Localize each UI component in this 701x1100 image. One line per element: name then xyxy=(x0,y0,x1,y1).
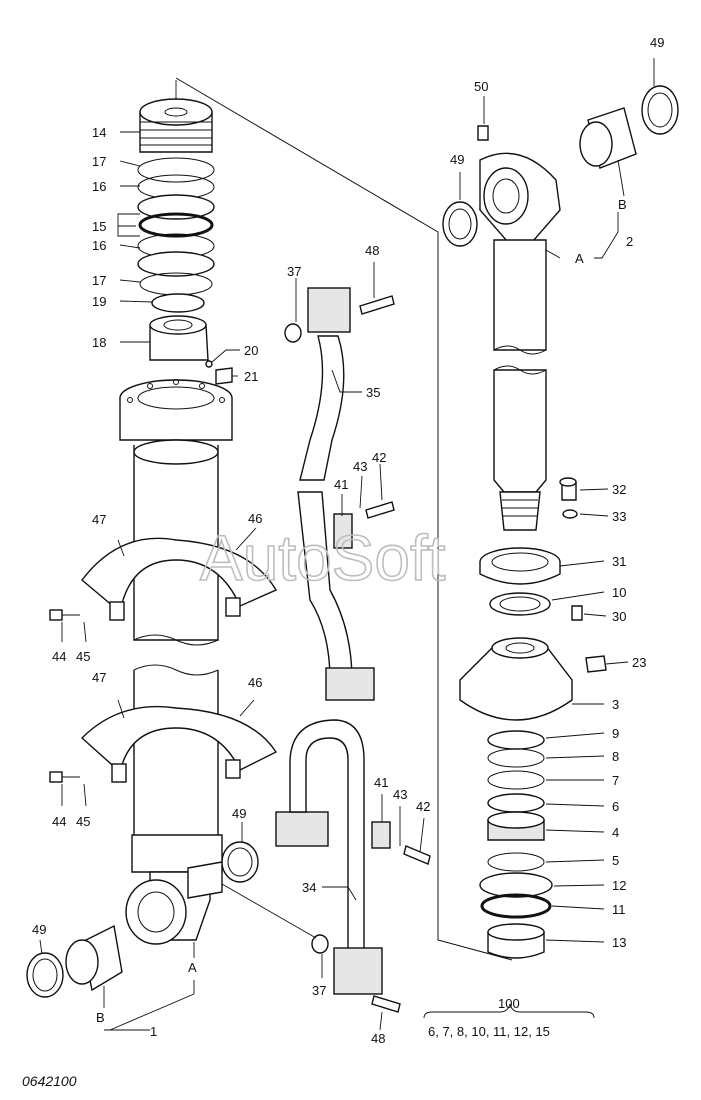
callout-8: 8 xyxy=(612,749,619,764)
callout-43: 43 xyxy=(353,459,367,474)
callout-41: 41 xyxy=(374,775,388,790)
pipe-35 xyxy=(284,287,395,701)
pipe-34 xyxy=(275,719,431,1013)
callout-34: 34 xyxy=(302,880,316,895)
watermark: AutoSoft xyxy=(200,522,446,594)
callout-45: 45 xyxy=(76,814,90,829)
callout-1: 1 xyxy=(150,1024,157,1039)
callout-7: 7 xyxy=(612,773,619,788)
callout-46: 46 xyxy=(248,511,262,526)
callout-2: 2 xyxy=(626,234,633,249)
drawing-code: 0642100 xyxy=(22,1073,77,1089)
bushing-left xyxy=(26,841,259,998)
clamp-bands xyxy=(49,537,278,783)
callout-43: 43 xyxy=(393,787,407,802)
callout-49: 49 xyxy=(232,806,246,821)
callout-48: 48 xyxy=(371,1031,385,1046)
callout-35: 35 xyxy=(366,385,380,400)
callout-9: 9 xyxy=(612,726,619,741)
callout-44: 44 xyxy=(52,814,66,829)
callout-31: 31 xyxy=(612,554,626,569)
callout-37: 37 xyxy=(287,264,301,279)
callout-49: 49 xyxy=(32,922,46,937)
callout-16: 16 xyxy=(92,179,106,194)
callout-A: A xyxy=(188,960,197,975)
callout-6: 6 xyxy=(612,799,619,814)
callout-13: 13 xyxy=(612,935,626,950)
cylinder-tube xyxy=(119,379,233,945)
callout-3: 3 xyxy=(612,697,619,712)
callout-14: 14 xyxy=(92,125,106,140)
callout-16: 16 xyxy=(92,238,106,253)
callout-41: 41 xyxy=(334,477,348,492)
callout-30: 30 xyxy=(612,609,626,624)
callout-A: A xyxy=(575,251,584,266)
callout-17: 17 xyxy=(92,273,106,288)
callout-B: B xyxy=(618,197,627,212)
callout-33: 33 xyxy=(612,509,626,524)
callout-42: 42 xyxy=(416,799,430,814)
callout-21: 21 xyxy=(244,369,258,384)
callout-23: 23 xyxy=(632,655,646,670)
callout-18: 18 xyxy=(92,335,106,350)
callout-20: 20 xyxy=(244,343,258,358)
callout-32: 32 xyxy=(612,482,626,497)
callout-17: 17 xyxy=(92,154,106,169)
callout-B: B xyxy=(96,1010,105,1025)
callout-5: 5 xyxy=(612,853,619,868)
callout-37: 37 xyxy=(312,983,326,998)
callout-49: 49 xyxy=(450,152,464,167)
callout-4: 4 xyxy=(612,825,619,840)
callout-11: 11 xyxy=(612,902,626,917)
leader-lines xyxy=(39,58,655,1031)
callout-48: 48 xyxy=(365,243,379,258)
piston-assembly xyxy=(137,80,233,385)
callout-44: 44 xyxy=(52,649,66,664)
rod-cover-stack xyxy=(459,477,607,959)
callout-10: 10 xyxy=(612,585,626,600)
piston-rod xyxy=(442,85,679,531)
kit-contents: 6, 7, 8, 10, 11, 12, 15 xyxy=(428,1024,550,1039)
callout-49: 49 xyxy=(650,35,664,50)
callout-45: 45 xyxy=(76,649,90,664)
callout-47: 47 xyxy=(92,670,106,685)
callout-42: 42 xyxy=(372,450,386,465)
callout-46: 46 xyxy=(248,675,262,690)
callout-labels: 14 17 16 15 16 17 19 18 20 21 47 46 44 4… xyxy=(32,35,664,1046)
callout-12: 12 xyxy=(612,878,626,893)
callout-47: 47 xyxy=(92,512,106,527)
kit-number: 100 xyxy=(498,996,520,1011)
callout-50: 50 xyxy=(474,79,488,94)
callout-15: 15 xyxy=(92,219,106,234)
callout-19: 19 xyxy=(92,294,106,309)
